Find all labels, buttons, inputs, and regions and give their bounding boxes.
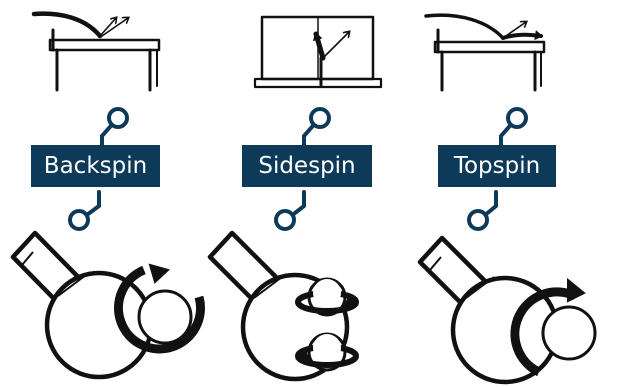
topspin-table-icon <box>426 15 544 90</box>
sidespin-table-icon <box>255 17 381 87</box>
topspin-label: Topspin <box>438 145 556 187</box>
backspin-paddle-icon <box>13 233 151 377</box>
backspin-table-icon <box>34 14 159 90</box>
sidespin-label: Sidespin <box>242 145 372 187</box>
backspin-label: Backspin <box>31 145 160 187</box>
topspin-paddle-icon <box>420 238 557 382</box>
